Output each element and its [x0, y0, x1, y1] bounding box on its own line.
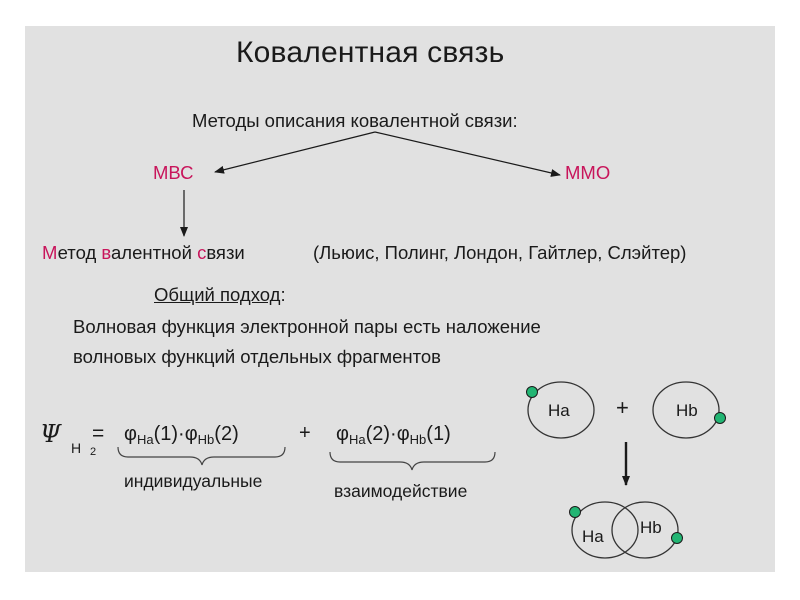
formula-term-interaction: φHa(2)·φHb(1) [336, 423, 451, 447]
electron-dot [526, 386, 538, 398]
psi-subscript-index: 2 [90, 446, 97, 458]
electron-dot [671, 532, 683, 544]
authors-list: (Льюис, Полинг, Лондон, Гайтлер, Слэйтер… [313, 242, 687, 263]
phi-symbol: φ [124, 423, 137, 445]
page-title: Ковалентная связь [236, 36, 505, 69]
methods-heading: Методы описания ковалентной связи: [192, 110, 518, 131]
phi-subscript: Hb [197, 432, 215, 447]
method-text-3: вязи [206, 242, 245, 263]
merged-ha-label: Ha [582, 527, 604, 546]
method-text-2: алентной [111, 242, 198, 263]
phi-argument: (1)· [153, 423, 185, 445]
method-name: Метод валентной связи [42, 242, 245, 264]
electron-dot [714, 412, 726, 424]
method-letter-v: в [101, 242, 112, 263]
formula-plus: + [299, 422, 311, 444]
approach-label: Общий подход [154, 284, 281, 305]
method-letter-m: М [42, 242, 58, 263]
phi-subscript: Ha [136, 432, 154, 447]
description-line-2: волновых функций отдельных фрагментов [73, 346, 441, 367]
psi-subscript: H [71, 440, 82, 456]
electron-dot [569, 506, 581, 518]
slide-background [25, 26, 775, 572]
merged-ha-orbital [571, 501, 639, 559]
label-individual: индивидуальные [124, 471, 263, 491]
method-text-1: етод [57, 242, 102, 263]
formula-term-individual: φHa(1)·φHb(2) [124, 423, 239, 447]
phi-argument: (1) [426, 423, 451, 445]
description-line-1: Волновая функция электронной пары есть н… [73, 316, 541, 337]
atom-hb-label: Hb [676, 401, 698, 420]
atom-hb-orbital [652, 381, 720, 439]
brace-interaction [329, 451, 496, 471]
arrow-to-mvc [214, 131, 376, 174]
method-mvc: МВС [153, 162, 194, 183]
method-mmo: ММО [565, 162, 611, 183]
phi-symbol: φ [184, 423, 198, 445]
phi-argument: (2) [214, 423, 239, 445]
atom-ha-orbital [527, 381, 595, 439]
approach-colon: : [280, 284, 286, 305]
atom-ha-label: Ha [548, 401, 570, 420]
psi-symbol: Ψ [40, 420, 62, 448]
phi-symbol: φ [396, 423, 410, 445]
merged-hb-label: Hb [640, 518, 662, 537]
phi-subscript: Hb [409, 432, 427, 447]
phi-subscript: Ha [348, 432, 366, 447]
arrow-to-mmo [374, 131, 561, 177]
merged-hb-orbital [611, 501, 679, 559]
approach-heading: Общий подход: [154, 284, 286, 306]
phi-argument: (2)· [365, 423, 397, 445]
equals-sign: = [92, 422, 105, 445]
label-interaction: взаимодействие [334, 481, 468, 501]
atoms-plus: + [616, 395, 629, 420]
method-letter-s: с [197, 242, 207, 263]
phi-symbol: φ [336, 423, 349, 445]
brace-individual [117, 446, 286, 466]
